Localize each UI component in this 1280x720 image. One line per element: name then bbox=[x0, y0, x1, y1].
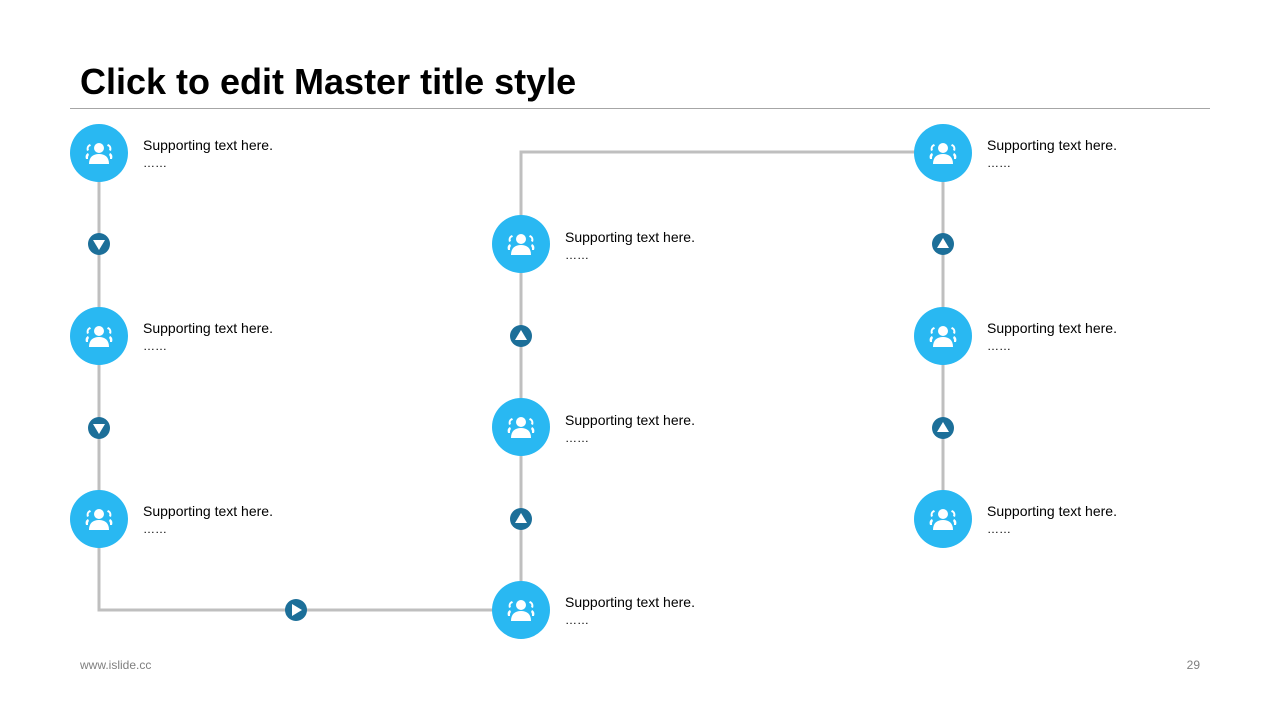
node-text: Supporting text here. …… bbox=[565, 228, 695, 264]
node-text: Supporting text here. …… bbox=[987, 502, 1117, 538]
node-label: Supporting text here. bbox=[143, 137, 273, 153]
node-label: Supporting text here. bbox=[987, 320, 1117, 336]
node-more: …… bbox=[987, 339, 1011, 353]
connector-line-middle bbox=[519, 150, 943, 610]
users-icon bbox=[507, 600, 535, 621]
node-text: Supporting text here. …… bbox=[143, 319, 273, 355]
arrow-marker bbox=[932, 233, 954, 255]
node-label: Supporting text here. bbox=[987, 503, 1117, 519]
node-label: Supporting text here. bbox=[143, 320, 273, 336]
arrow-marker bbox=[510, 325, 532, 347]
users-icon bbox=[507, 234, 535, 255]
node-more: …… bbox=[987, 156, 1011, 170]
flow-node bbox=[70, 307, 128, 365]
node-more: …… bbox=[987, 522, 1011, 536]
users-icon bbox=[85, 326, 113, 347]
users-icon bbox=[929, 326, 957, 347]
node-label: Supporting text here. bbox=[143, 503, 273, 519]
footer-url: www.islide.cc bbox=[80, 658, 152, 672]
triangle-down-icon bbox=[93, 240, 105, 250]
node-text: Supporting text here. …… bbox=[143, 136, 273, 172]
node-text: Supporting text here. …… bbox=[565, 593, 695, 629]
users-icon bbox=[929, 143, 957, 164]
node-more: …… bbox=[143, 156, 167, 170]
node-more: …… bbox=[565, 613, 589, 627]
node-text: Supporting text here. …… bbox=[565, 411, 695, 447]
node-more: …… bbox=[143, 522, 167, 536]
connector-line-left bbox=[97, 152, 521, 612]
triangle-down-icon bbox=[93, 424, 105, 434]
page-number: 29 bbox=[1186, 658, 1200, 672]
slide-title: Click to edit Master title style bbox=[80, 61, 577, 102]
flow-node bbox=[492, 215, 550, 273]
arrow-marker bbox=[88, 417, 110, 439]
users-icon bbox=[85, 509, 113, 530]
node-more: …… bbox=[565, 431, 589, 445]
node-more: …… bbox=[143, 339, 167, 353]
flow-node bbox=[70, 490, 128, 548]
triangle-right-icon bbox=[292, 604, 302, 616]
flow-node bbox=[492, 398, 550, 456]
triangle-up-icon bbox=[937, 422, 949, 432]
arrow-marker bbox=[88, 233, 110, 255]
users-icon bbox=[929, 509, 957, 530]
triangle-up-icon bbox=[515, 513, 527, 523]
arrow-marker bbox=[932, 417, 954, 439]
flow-node bbox=[70, 124, 128, 182]
node-label: Supporting text here. bbox=[565, 412, 695, 428]
node-more: …… bbox=[565, 248, 589, 262]
node-text: Supporting text here. …… bbox=[143, 502, 273, 538]
node-text: Supporting text here. …… bbox=[987, 136, 1117, 172]
flow-node bbox=[914, 490, 972, 548]
arrow-marker bbox=[285, 599, 307, 621]
flow-node bbox=[492, 581, 550, 639]
node-label: Supporting text here. bbox=[987, 137, 1117, 153]
node-text: Supporting text here. …… bbox=[987, 319, 1117, 355]
flow-node bbox=[914, 307, 972, 365]
users-icon bbox=[85, 143, 113, 164]
triangle-up-icon bbox=[515, 330, 527, 340]
arrow-marker bbox=[510, 508, 532, 530]
flow-node bbox=[914, 124, 972, 182]
node-label: Supporting text here. bbox=[565, 594, 695, 610]
title-divider bbox=[70, 108, 1210, 109]
node-label: Supporting text here. bbox=[565, 229, 695, 245]
triangle-up-icon bbox=[937, 238, 949, 248]
users-icon bbox=[507, 417, 535, 438]
